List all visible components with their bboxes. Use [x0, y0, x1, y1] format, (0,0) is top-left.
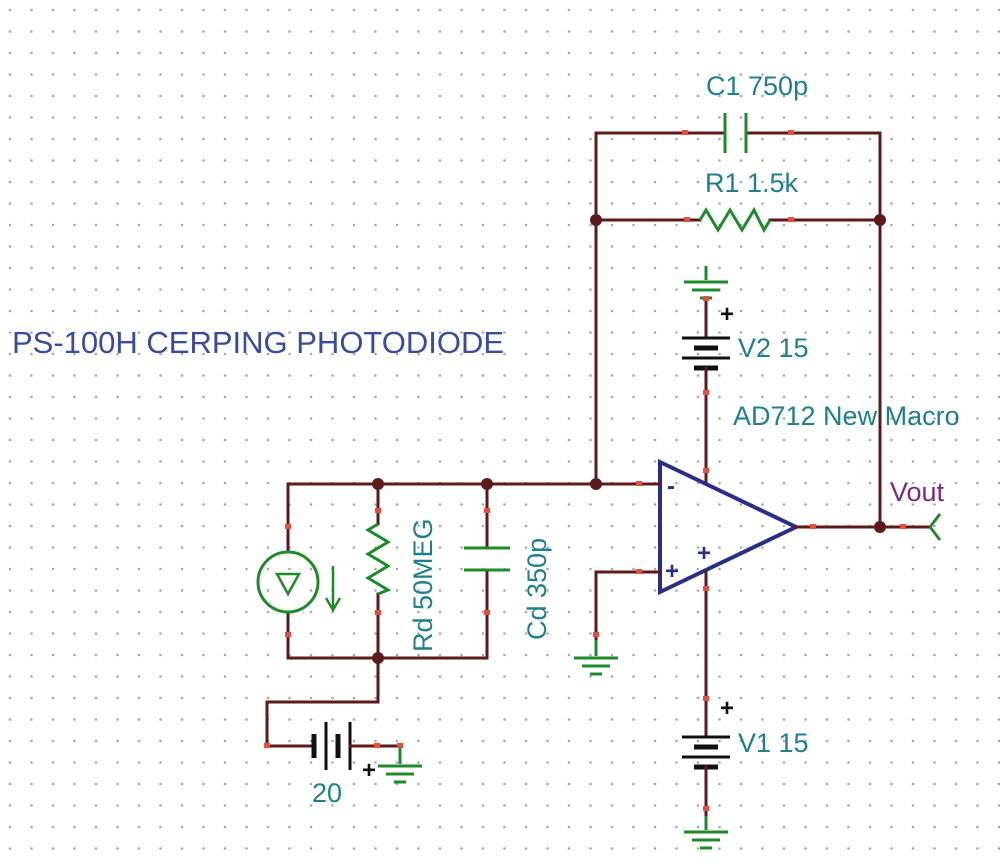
- battery-bias[interactable]: [311, 722, 352, 770]
- c1-label: C1 750p: [706, 71, 808, 101]
- output-terminal[interactable]: [928, 513, 942, 541]
- resistor-rd[interactable]: [365, 522, 392, 596]
- junctions: [372, 214, 886, 664]
- v2-plus-sign: +: [720, 301, 734, 328]
- cd-label: Cd 350p: [522, 538, 552, 640]
- bias-label: 20: [312, 778, 342, 808]
- photodiode-current-source[interactable]: [256, 550, 342, 614]
- v1-plus-sign: +: [720, 695, 734, 722]
- opamp-inverting-sign: -: [667, 473, 675, 500]
- ground-noninverting: [574, 640, 618, 676]
- ground-bottom: [684, 816, 728, 850]
- bias-plus-sign: +: [362, 757, 376, 784]
- v2-label: V2 15: [738, 333, 809, 363]
- vout-label: Vout: [890, 477, 945, 507]
- ground-top: [684, 266, 728, 300]
- opamp-noninverting-sign: +: [665, 558, 679, 585]
- resistor-r1[interactable]: [698, 206, 772, 234]
- opamp-label: AD712 New Macro: [733, 401, 960, 431]
- opamp-ad712[interactable]: [658, 458, 801, 596]
- pin-markers: [264, 130, 906, 811]
- ground-bias: [378, 746, 422, 784]
- capacitor-cd[interactable]: [464, 546, 510, 572]
- opamp-vplus-sign: +: [697, 540, 711, 567]
- wire-bias-left: [265, 656, 380, 748]
- rd-label: Rd 50MEG: [408, 518, 438, 652]
- capacitor-c1[interactable]: [723, 113, 748, 153]
- r1-label: R1 1.5k: [705, 168, 799, 198]
- v1-label: V1 15: [738, 728, 809, 758]
- schematic-title: PS-100H CERPING PHOTODIODE: [12, 325, 504, 360]
